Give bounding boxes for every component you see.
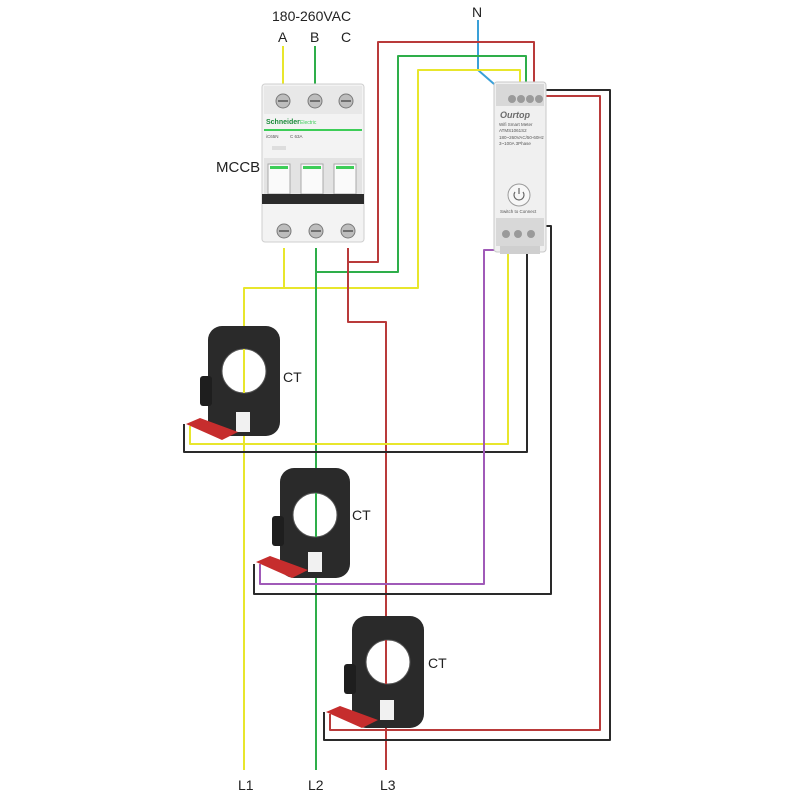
conductors-through-ct — [243, 349, 387, 684]
toggle-c-indicator — [336, 166, 354, 169]
meter-button-text: Switch to Connect — [500, 209, 537, 214]
ct-side-clip — [344, 664, 356, 694]
wire-ct3-black — [323, 89, 611, 741]
breaker-rating: C 63A — [290, 134, 303, 139]
l3-label: L3 — [380, 777, 396, 793]
breaker-model: iC65N — [266, 134, 279, 139]
phase-b-label: B — [310, 29, 319, 45]
bottom-terminals — [276, 223, 356, 239]
terminal-screw — [526, 95, 534, 103]
ct-lead-sleeve — [186, 418, 238, 440]
wire-ct1-yellow — [189, 250, 509, 445]
din-rail — [262, 194, 364, 204]
meter-foot — [500, 246, 540, 254]
wire-l3 — [347, 248, 387, 770]
wire-ct2-black — [253, 225, 552, 595]
power-button[interactable] — [507, 183, 531, 207]
mccb-label: MCCB — [216, 159, 260, 176]
wire-ct3-red — [329, 95, 601, 731]
top-terminals — [275, 93, 354, 109]
ct-hole — [365, 639, 411, 685]
neutral-label: N — [472, 4, 482, 20]
toggle-b-indicator — [303, 166, 321, 169]
terminal-screw — [517, 95, 525, 103]
terminal-screw — [508, 95, 516, 103]
wires — [183, 20, 611, 770]
breaker-brand-sub: Electric — [300, 120, 317, 126]
terminal-screw — [535, 95, 543, 103]
terminal-screw — [527, 230, 535, 238]
ct-label — [380, 700, 394, 720]
voltage-label: 180-260VAC — [272, 8, 351, 24]
meter-brand: Ourtop — [500, 110, 530, 120]
ct1-label: CT — [283, 369, 302, 385]
meter-model: ATMS1061S2 — [499, 128, 527, 133]
ct-3 — [326, 616, 424, 728]
ct-1 — [186, 326, 280, 440]
brand-strip — [264, 129, 362, 131]
ct-lead-sleeve — [256, 556, 308, 578]
terminal-screw — [502, 230, 510, 238]
meter-spec1: 180~260VAC/50-60Hz — [499, 135, 545, 140]
ct-label — [236, 412, 250, 432]
phase-a-label: A — [278, 29, 288, 45]
ct3-label: CT — [428, 655, 447, 671]
wire-l1 — [243, 248, 285, 770]
toggle-a-indicator — [270, 166, 288, 169]
ct-2 — [256, 468, 350, 578]
phase-c-label: C — [341, 29, 351, 45]
smart-meter: Ourtop Wifi Smart Meter ATMS1061S2 180~2… — [493, 81, 547, 254]
breaker-label-slot — [272, 146, 286, 150]
power-icon — [513, 191, 525, 201]
meter-title: Wifi Smart Meter — [499, 122, 533, 127]
meter-spec2: 3~100A 3Phase — [499, 141, 531, 146]
ct-side-clip — [272, 516, 284, 546]
terminal-screw — [514, 230, 522, 238]
l2-label: L2 — [308, 777, 324, 793]
ct-lead-sleeve — [326, 706, 378, 728]
wire-ct2-purple — [259, 249, 500, 585]
ct-label — [308, 552, 322, 572]
l1-label: L1 — [238, 777, 254, 793]
breaker-brand: Schneider — [266, 119, 300, 126]
ct2-label: CT — [352, 507, 371, 523]
ct-side-clip — [200, 376, 212, 406]
wire-ct1-black — [183, 226, 528, 453]
mccb-breaker: Schneider Electric iC65N C 63A — [261, 83, 365, 243]
